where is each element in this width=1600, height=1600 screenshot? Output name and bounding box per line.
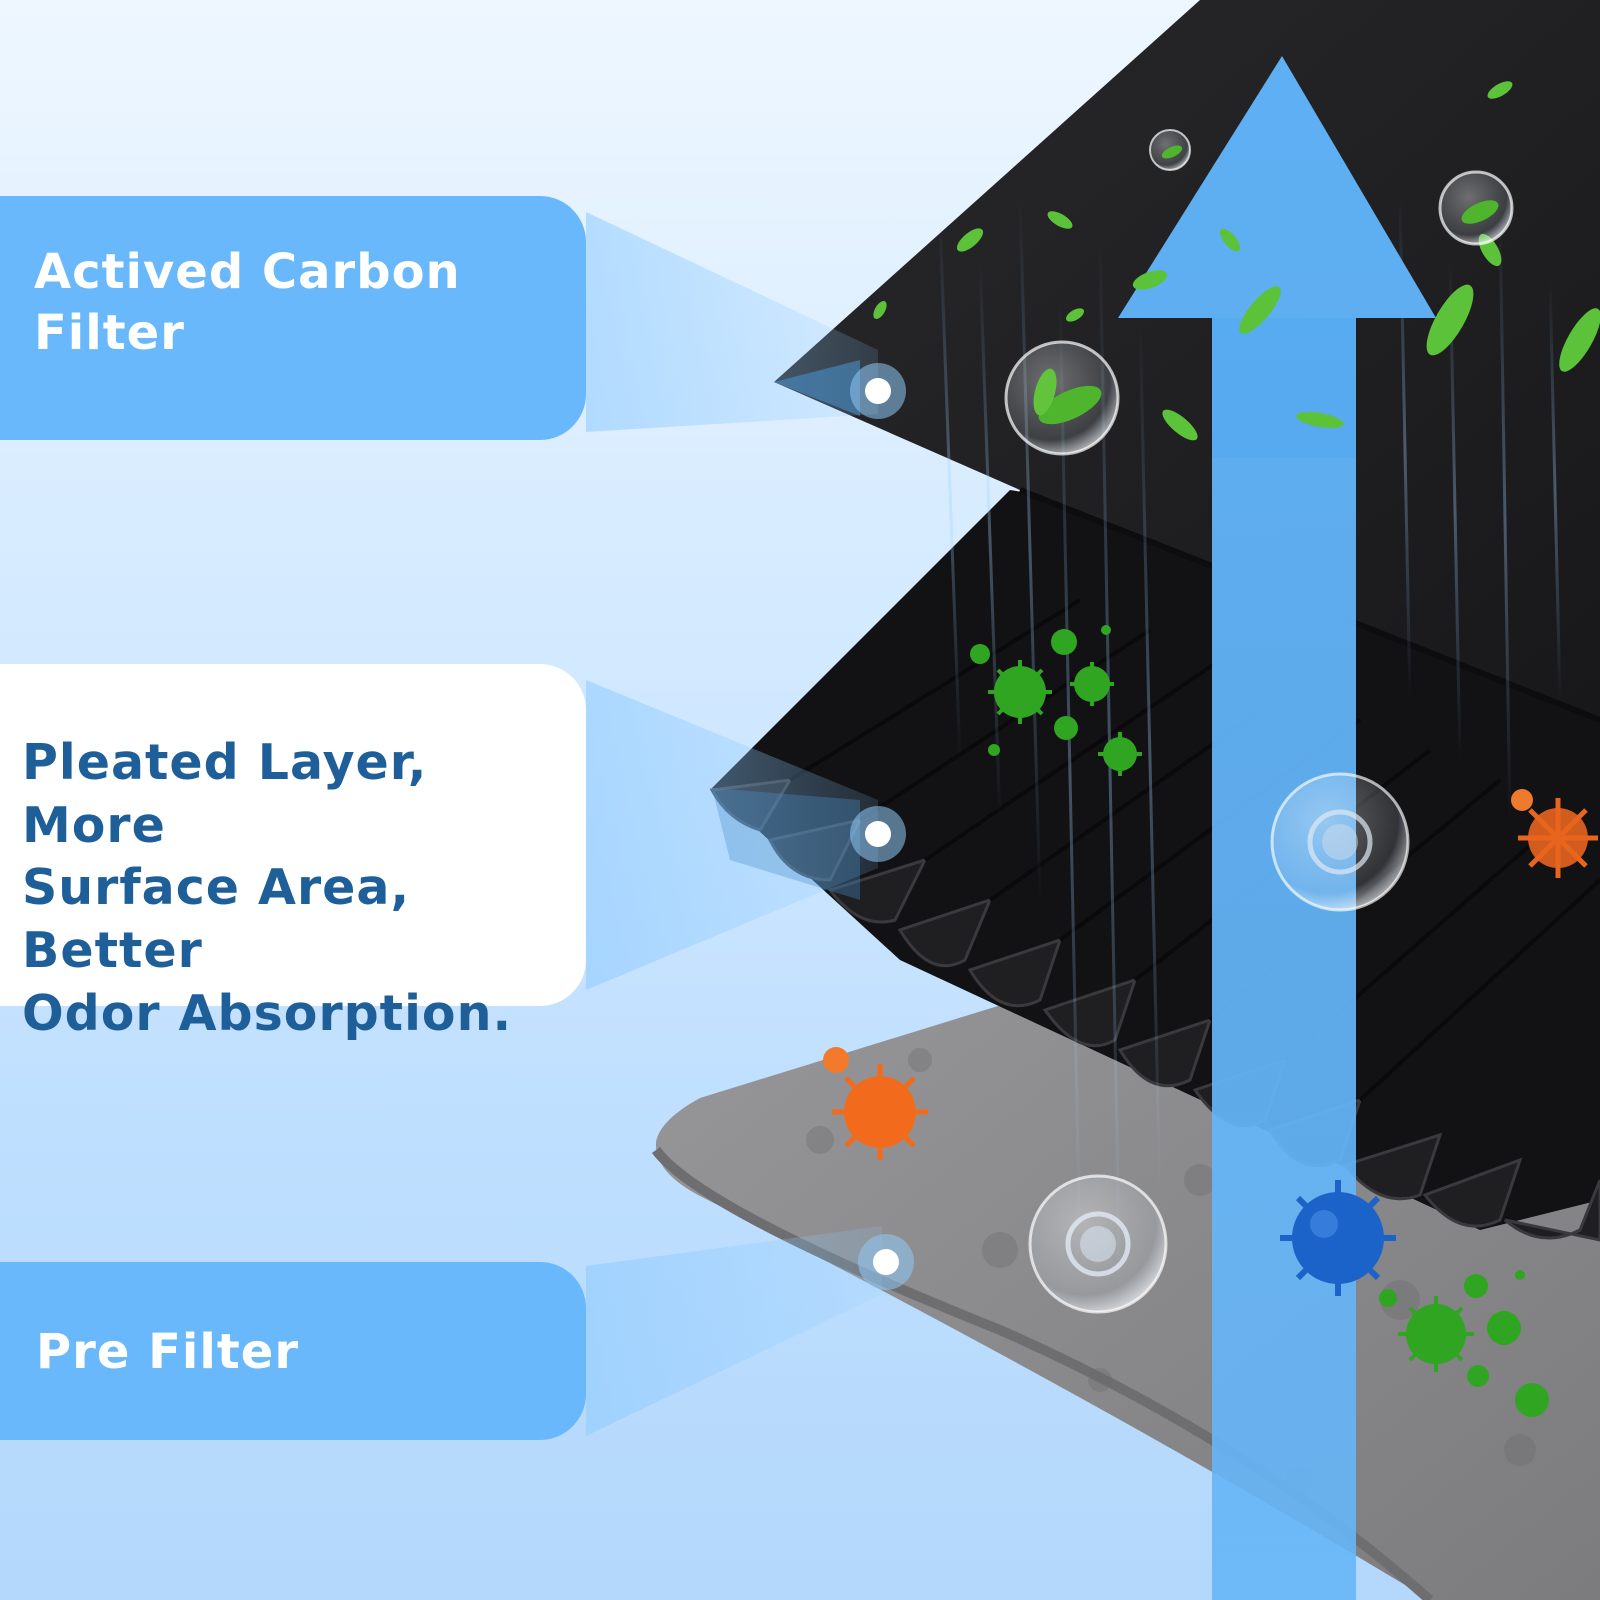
bacteria-icon <box>1511 789 1598 878</box>
bubble-bacteria-icon <box>1028 1174 1168 1314</box>
callout-pre-filter: Pre Filter <box>0 1262 586 1440</box>
callout-label: Pre Filter <box>36 1324 299 1380</box>
airflow-streaks <box>938 199 1562 1301</box>
pointer-dot-icon <box>858 1234 914 1290</box>
callout-pleated-layer: Pleated Layer, More Surface Area, Better… <box>0 664 586 1042</box>
bacteria-spikes <box>1398 1296 1474 1372</box>
leaf-icon <box>873 81 1600 441</box>
pointer-dot-icon <box>850 806 906 862</box>
bubble-leaf-icon <box>1004 340 1120 456</box>
bubble-leaf-icon <box>1438 170 1514 246</box>
bacteria-icon <box>1280 1180 1396 1296</box>
callout-activated-carbon: Actived Carbon Filter <box>0 196 586 440</box>
bacteria-icon <box>823 1047 928 1160</box>
bubble-bacteria-icon <box>1270 772 1410 912</box>
bacteria-spikes <box>988 660 1142 776</box>
callout-beams <box>586 212 882 1436</box>
pointer-dot-icon <box>850 363 906 419</box>
callout-label: Actived Carbon Filter <box>34 244 461 362</box>
callout-label: Pleated Layer, More Surface Area, Better… <box>22 734 513 1042</box>
bubble-leaf-icon <box>1149 129 1191 171</box>
pleated-layer <box>709 490 1600 1242</box>
